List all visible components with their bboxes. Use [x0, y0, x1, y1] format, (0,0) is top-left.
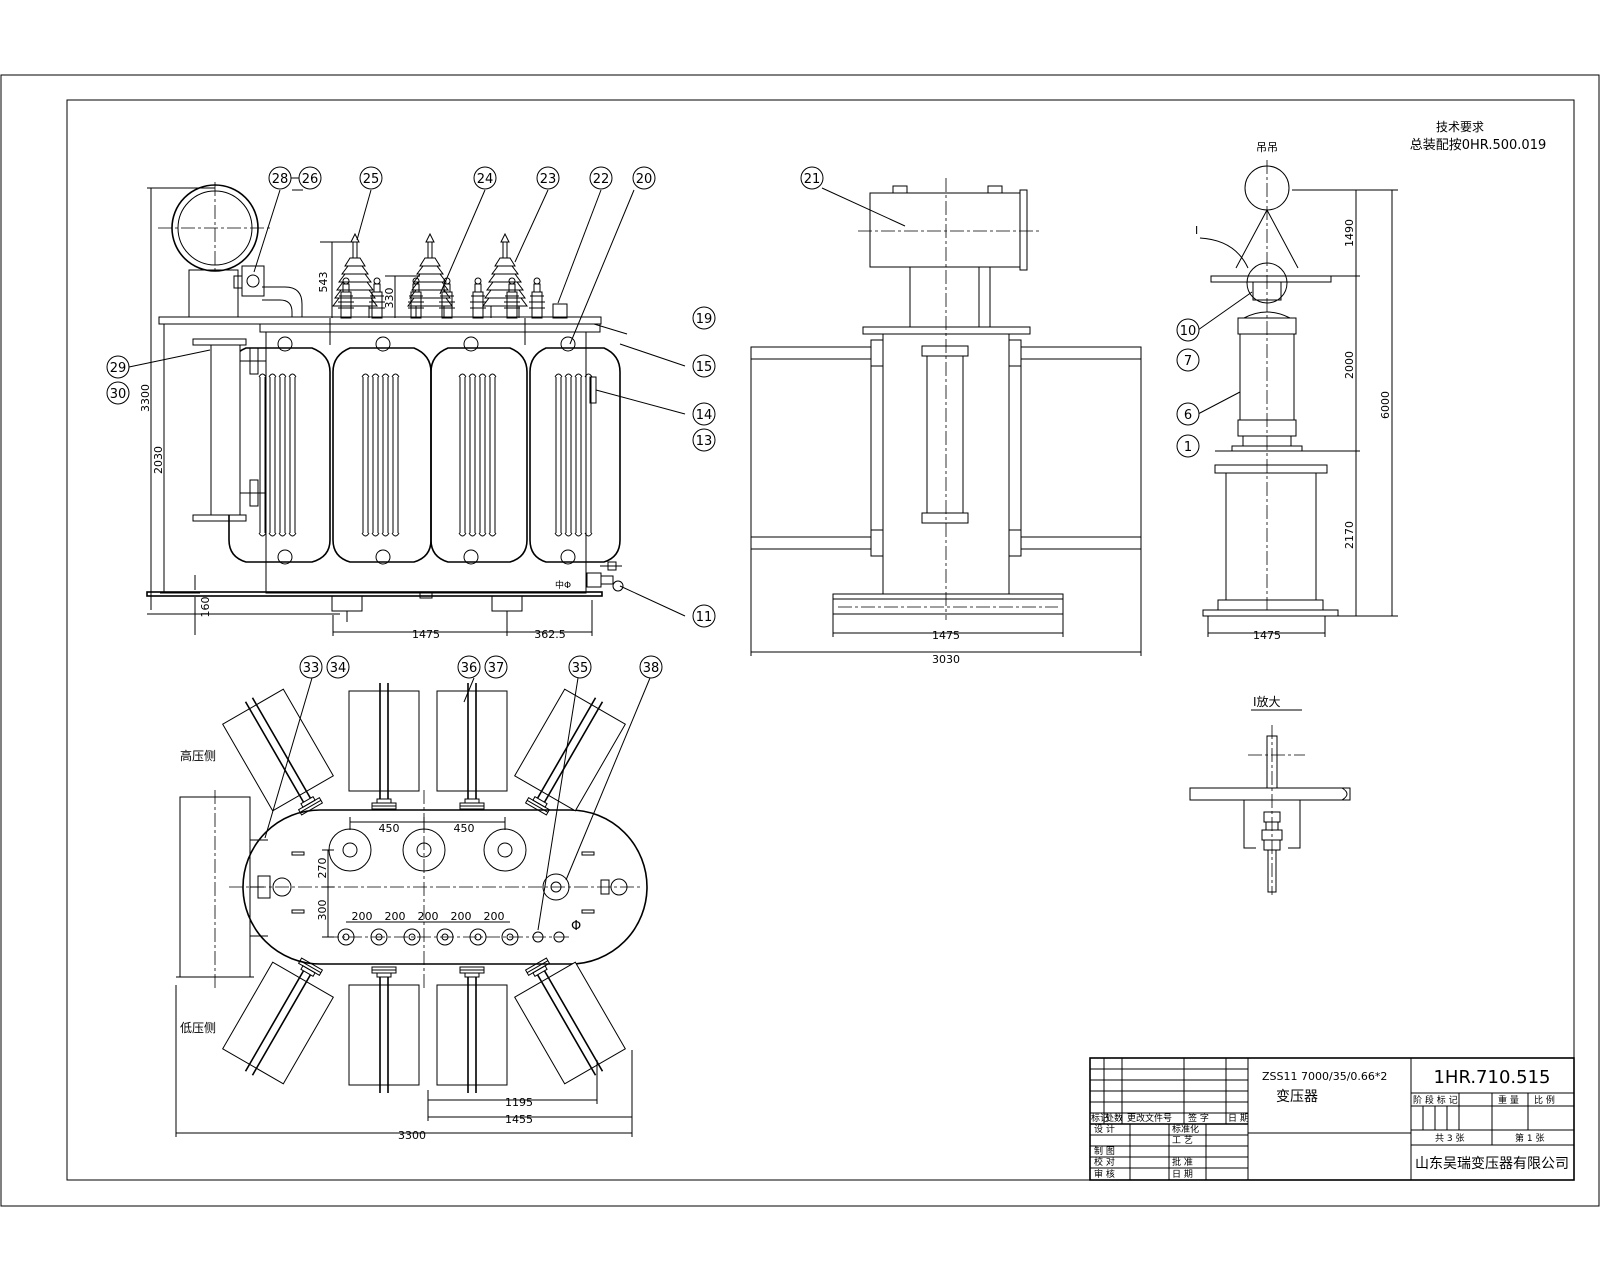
balloon-19: 19 — [696, 312, 713, 327]
dim-front-1475: 1475 — [412, 628, 440, 641]
balloon-29: 29 — [110, 361, 127, 376]
balloon-15: 15 — [696, 360, 713, 375]
detail-title: I放大 — [1253, 694, 1281, 709]
top-view: Φ 高压侧 低压侧 450 450 270 300 200 200 200 20… — [175, 655, 663, 1142]
balloon-38: 38 — [643, 661, 660, 676]
balloon-35: 35 — [572, 661, 589, 676]
balloon-10: 10 — [1180, 324, 1197, 339]
scale-label: 比 例 — [1534, 1094, 1555, 1106]
end-view: 技术要求 总装配按0HR.500.019 吊吊 1490 2000 2170 6… — [1176, 120, 1547, 642]
dim-end-1490: 1490 — [1343, 219, 1356, 247]
role-approve: 批 准 — [1172, 1156, 1193, 1168]
balloon-21: 21 — [804, 172, 821, 187]
dim-front-543: 543 — [317, 272, 330, 293]
tech-req-line: 总装配按0HR.500.019 — [1410, 138, 1547, 153]
dim-front-3300: 3300 — [139, 384, 152, 412]
balloon-11: 11 — [696, 610, 713, 625]
detail-mark: I — [1195, 224, 1198, 237]
title-block: 标记 处数 更改文件号 签 字 日 期 设 计 制 图 校 对 审 核 标准化 … — [1089, 1057, 1575, 1181]
dim-end-1475: 1475 — [1253, 629, 1281, 642]
rev-count: 处数 — [1105, 1112, 1123, 1124]
role-audit: 审 核 — [1094, 1168, 1115, 1180]
dim-end-2000: 2000 — [1343, 351, 1356, 379]
detail-view: I放大 — [1189, 694, 1351, 895]
sheet-number: 第 1 张 — [1515, 1132, 1544, 1144]
dim-front-160: 160 — [199, 597, 212, 618]
dim-side-3030: 3030 — [932, 653, 960, 666]
product-model: ZSS11 7000/35/0.66*2 — [1262, 1070, 1387, 1083]
drawing-number: 1HR.710.515 — [1433, 1067, 1550, 1088]
role-date2: 日 期 — [1172, 1169, 1193, 1180]
lv-side-label: 低压侧 — [180, 1021, 216, 1035]
dim-end-2170: 2170 — [1343, 521, 1356, 549]
side-view: 1475 3030 21 — [750, 166, 1142, 666]
balloon-14: 14 — [696, 408, 713, 423]
dim-top-200c: 200 — [418, 910, 439, 923]
role-draft: 制 图 — [1094, 1145, 1115, 1157]
dim-top-450a: 450 — [379, 822, 400, 835]
dim-end-6000: 6000 — [1379, 391, 1392, 419]
balloon-28: 28 — [272, 172, 289, 187]
balloon-24: 24 — [477, 172, 494, 187]
dim-top-200a: 200 — [352, 910, 373, 923]
rev-sign: 签 字 — [1188, 1112, 1209, 1124]
balloon-34: 34 — [330, 661, 347, 676]
company-name: 山东吴瑞变压器有限公司 — [1415, 1156, 1569, 1172]
front-view: 中Φ 1475 362.5 3300 2030 160 543 330 — [106, 166, 716, 641]
dim-front-330: 330 — [383, 288, 396, 309]
dim-front-362: 362.5 — [534, 628, 566, 641]
balloon-30: 30 — [110, 387, 127, 402]
phi-symbol: Φ — [571, 919, 581, 934]
dim-side-1475: 1475 — [932, 629, 960, 642]
balloon-37: 37 — [488, 661, 505, 676]
balloon-36: 36 — [461, 661, 478, 676]
balloon-33: 33 — [303, 661, 320, 676]
rev-doc: 更改文件号 — [1127, 1112, 1172, 1124]
balloon-1: 1 — [1184, 440, 1192, 455]
role-check: 校 对 — [1094, 1156, 1115, 1168]
dim-top-3300: 3300 — [398, 1129, 426, 1142]
dim-top-300: 300 — [316, 900, 329, 921]
balloon-25: 25 — [363, 172, 380, 187]
balloon-22: 22 — [593, 172, 610, 187]
dim-top-200d: 200 — [451, 910, 472, 923]
dim-top-450b: 450 — [454, 822, 475, 835]
dim-top-200e: 200 — [484, 910, 505, 923]
hv-side-label: 高压侧 — [180, 748, 216, 763]
dim-top-1195: 1195 — [505, 1096, 533, 1109]
tech-req-title: 技术要求 — [1436, 120, 1484, 134]
balloon-23: 23 — [540, 172, 557, 187]
dim-top-200b: 200 — [385, 910, 406, 923]
role-std: 标准化 — [1172, 1123, 1199, 1135]
dim-top-270: 270 — [316, 858, 329, 879]
role-process: 工 艺 — [1172, 1135, 1193, 1146]
balloon-7: 7 — [1184, 354, 1192, 369]
balloon-13: 13 — [696, 434, 713, 449]
weight-label: 重 量 — [1498, 1094, 1519, 1106]
sheets-total: 共 3 张 — [1435, 1133, 1464, 1144]
lifting-label: 吊吊 — [1256, 141, 1278, 154]
dim-top-1455: 1455 — [505, 1113, 533, 1126]
rev-date: 日 期 — [1228, 1113, 1249, 1124]
balloon-20: 20 — [636, 172, 653, 187]
stage-label: 阶 段 标 记 — [1413, 1094, 1458, 1106]
svg-text:中Φ: 中Φ — [555, 579, 571, 591]
balloon-26: 26 — [302, 172, 319, 187]
balloon-6: 6 — [1184, 408, 1192, 423]
role-design: 设 计 — [1094, 1123, 1115, 1135]
dim-front-2030: 2030 — [152, 446, 165, 474]
product-name: 变压器 — [1276, 1089, 1318, 1105]
rev-mark: 标记 — [1091, 1112, 1109, 1124]
